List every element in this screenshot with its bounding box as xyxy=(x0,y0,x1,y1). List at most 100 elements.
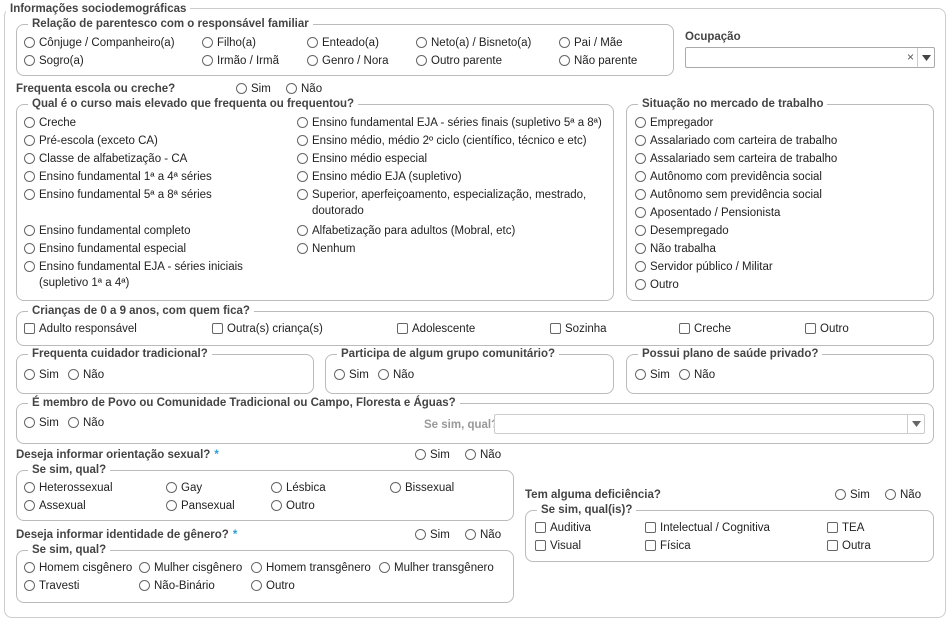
radio-curso-ef-eja-finais[interactable]: Ensino fundamental EJA - séries finais (… xyxy=(297,115,602,131)
radio-circle[interactable] xyxy=(390,482,401,493)
radio-circle[interactable] xyxy=(465,529,476,540)
radio-circle[interactable] xyxy=(465,449,476,460)
radio-identidade-nao[interactable]: Não xyxy=(465,527,501,543)
radio-escola-sim[interactable]: Sim xyxy=(236,81,271,97)
radio-curso-alfabetizacao[interactable]: Alfabetização para adultos (Mobral, etc) xyxy=(297,223,515,239)
radio-sogro[interactable]: Sogro(a) xyxy=(24,53,84,69)
radio-povo-sim[interactable]: Sim xyxy=(24,415,59,431)
radio-orientacao-outro[interactable]: Outro xyxy=(271,498,315,514)
radio-gay[interactable]: Gay xyxy=(166,480,202,496)
radio-circle[interactable] xyxy=(24,500,35,511)
radio-circle[interactable] xyxy=(635,279,646,290)
radio-curso-ef-eja-iniciais[interactable]: Ensino fundamental EJA - séries iniciais… xyxy=(24,259,243,291)
radio-mercado-aposentado[interactable]: Aposentado / Pensionista xyxy=(635,205,780,221)
radio-curso-pre-escola[interactable]: Pré-escola (exceto CA) xyxy=(24,133,158,149)
radio-mercado-desempregado[interactable]: Desempregado xyxy=(635,223,729,239)
radio-circle[interactable] xyxy=(415,449,426,460)
radio-curso-ca[interactable]: Classe de alfabetização - CA xyxy=(24,151,187,167)
radio-lesbica[interactable]: Lésbica xyxy=(271,480,326,496)
radio-circle[interactable] xyxy=(559,37,570,48)
radio-circle[interactable] xyxy=(24,482,35,493)
radio-nao-binario[interactable]: Não-Binário xyxy=(139,578,215,594)
checkbox-adolescente[interactable]: Adolescente xyxy=(397,321,475,337)
povo-qual-select[interactable] xyxy=(494,414,925,434)
checkbox-box[interactable] xyxy=(397,323,408,334)
radio-circle[interactable] xyxy=(307,37,318,48)
checkbox-box[interactable] xyxy=(24,323,35,334)
radio-circle[interactable] xyxy=(635,117,646,128)
radio-curso-creche[interactable]: Creche xyxy=(24,115,76,131)
radio-circle[interactable] xyxy=(885,489,896,500)
radio-mulher-trans[interactable]: Mulher transgênero xyxy=(379,560,494,576)
radio-circle[interactable] xyxy=(251,562,262,573)
radio-circle[interactable] xyxy=(635,225,646,236)
radio-circle[interactable] xyxy=(271,500,282,511)
radio-circle[interactable] xyxy=(297,171,308,182)
radio-mercado-outro[interactable]: Outro xyxy=(635,277,679,293)
checkbox-outro[interactable]: Outro xyxy=(805,321,849,337)
radio-circle[interactable] xyxy=(24,55,35,66)
checkbox-box[interactable] xyxy=(805,323,816,334)
radio-circle[interactable] xyxy=(24,580,35,591)
radio-curso-superior[interactable]: Superior, aperfeiçoamento, especializaçã… xyxy=(297,187,586,219)
radio-circle[interactable] xyxy=(635,243,646,254)
radio-cuidador-sim[interactable]: Sim xyxy=(24,367,59,383)
checkbox-box[interactable] xyxy=(645,540,656,551)
checkbox-visual[interactable]: Visual xyxy=(535,538,581,554)
radio-circle[interactable] xyxy=(24,135,35,146)
radio-mulher-cis[interactable]: Mulher cisgênero xyxy=(139,560,242,576)
radio-circle[interactable] xyxy=(635,261,646,272)
radio-mercado-servidor[interactable]: Servidor público / Militar xyxy=(635,259,773,275)
radio-curso-em-eja[interactable]: Ensino médio EJA (supletivo) xyxy=(297,169,462,185)
checkbox-tea[interactable]: TEA xyxy=(827,520,864,536)
checkbox-adulto[interactable]: Adulto responsável xyxy=(24,321,137,337)
radio-comunitario-sim[interactable]: Sim xyxy=(334,367,369,383)
radio-circle[interactable] xyxy=(139,562,150,573)
radio-deficiencia-nao[interactable]: Não xyxy=(885,487,921,503)
radio-circle[interactable] xyxy=(166,482,177,493)
radio-nao-parente[interactable]: Não parente xyxy=(559,53,637,69)
radio-orientacao-sim[interactable]: Sim xyxy=(415,447,450,463)
radio-mercado-empregador[interactable]: Empregador xyxy=(635,115,713,131)
radio-identidade-sim[interactable]: Sim xyxy=(415,527,450,543)
radio-mercado-nao-trabalha[interactable]: Não trabalha xyxy=(635,241,716,257)
radio-identidade-outro[interactable]: Outro xyxy=(251,578,295,594)
ocupacao-select[interactable]: × xyxy=(685,47,935,68)
radio-saude-nao[interactable]: Não xyxy=(679,367,715,383)
radio-mercado-auto-com[interactable]: Autônomo com previdência social xyxy=(635,169,822,185)
radio-circle[interactable] xyxy=(334,369,345,380)
radio-circle[interactable] xyxy=(24,261,35,272)
radio-enteado[interactable]: Enteado(a) xyxy=(307,35,379,51)
radio-deficiencia-sim[interactable]: Sim xyxy=(835,487,870,503)
radio-circle[interactable] xyxy=(251,580,262,591)
radio-circle[interactable] xyxy=(24,369,35,380)
radio-circle[interactable] xyxy=(286,83,297,94)
checkbox-auditiva[interactable]: Auditiva xyxy=(535,520,591,536)
radio-circle[interactable] xyxy=(635,189,646,200)
radio-saude-sim[interactable]: Sim xyxy=(635,367,670,383)
checkbox-outras-criancas[interactable]: Outra(s) criança(s) xyxy=(212,321,323,337)
radio-curso-nenhum[interactable]: Nenhum xyxy=(297,241,355,257)
checkbox-box[interactable] xyxy=(827,540,838,551)
radio-circle[interactable] xyxy=(68,369,79,380)
radio-circle[interactable] xyxy=(635,207,646,218)
radio-circle[interactable] xyxy=(24,153,35,164)
radio-circle[interactable] xyxy=(24,171,35,182)
checkbox-box[interactable] xyxy=(645,522,656,533)
checkbox-box[interactable] xyxy=(827,522,838,533)
radio-outro-parente[interactable]: Outro parente xyxy=(416,53,502,69)
radio-orientacao-nao[interactable]: Não xyxy=(465,447,501,463)
radio-circle[interactable] xyxy=(416,55,427,66)
checkbox-sozinha[interactable]: Sozinha xyxy=(550,321,607,337)
checkbox-box[interactable] xyxy=(535,522,546,533)
radio-travesti[interactable]: Travesti xyxy=(24,578,79,594)
checkbox-box[interactable] xyxy=(212,323,223,334)
radio-mercado-assal-sem[interactable]: Assalariado sem carteira de trabalho xyxy=(635,151,837,167)
radio-assexual[interactable]: Assexual xyxy=(24,498,86,514)
radio-circle[interactable] xyxy=(24,225,35,236)
radio-circle[interactable] xyxy=(307,55,318,66)
radio-curso-ef-5-8[interactable]: Ensino fundamental 5ª a 8ª séries xyxy=(24,187,212,203)
radio-circle[interactable] xyxy=(835,489,846,500)
radio-circle[interactable] xyxy=(68,417,79,428)
radio-circle[interactable] xyxy=(139,580,150,591)
